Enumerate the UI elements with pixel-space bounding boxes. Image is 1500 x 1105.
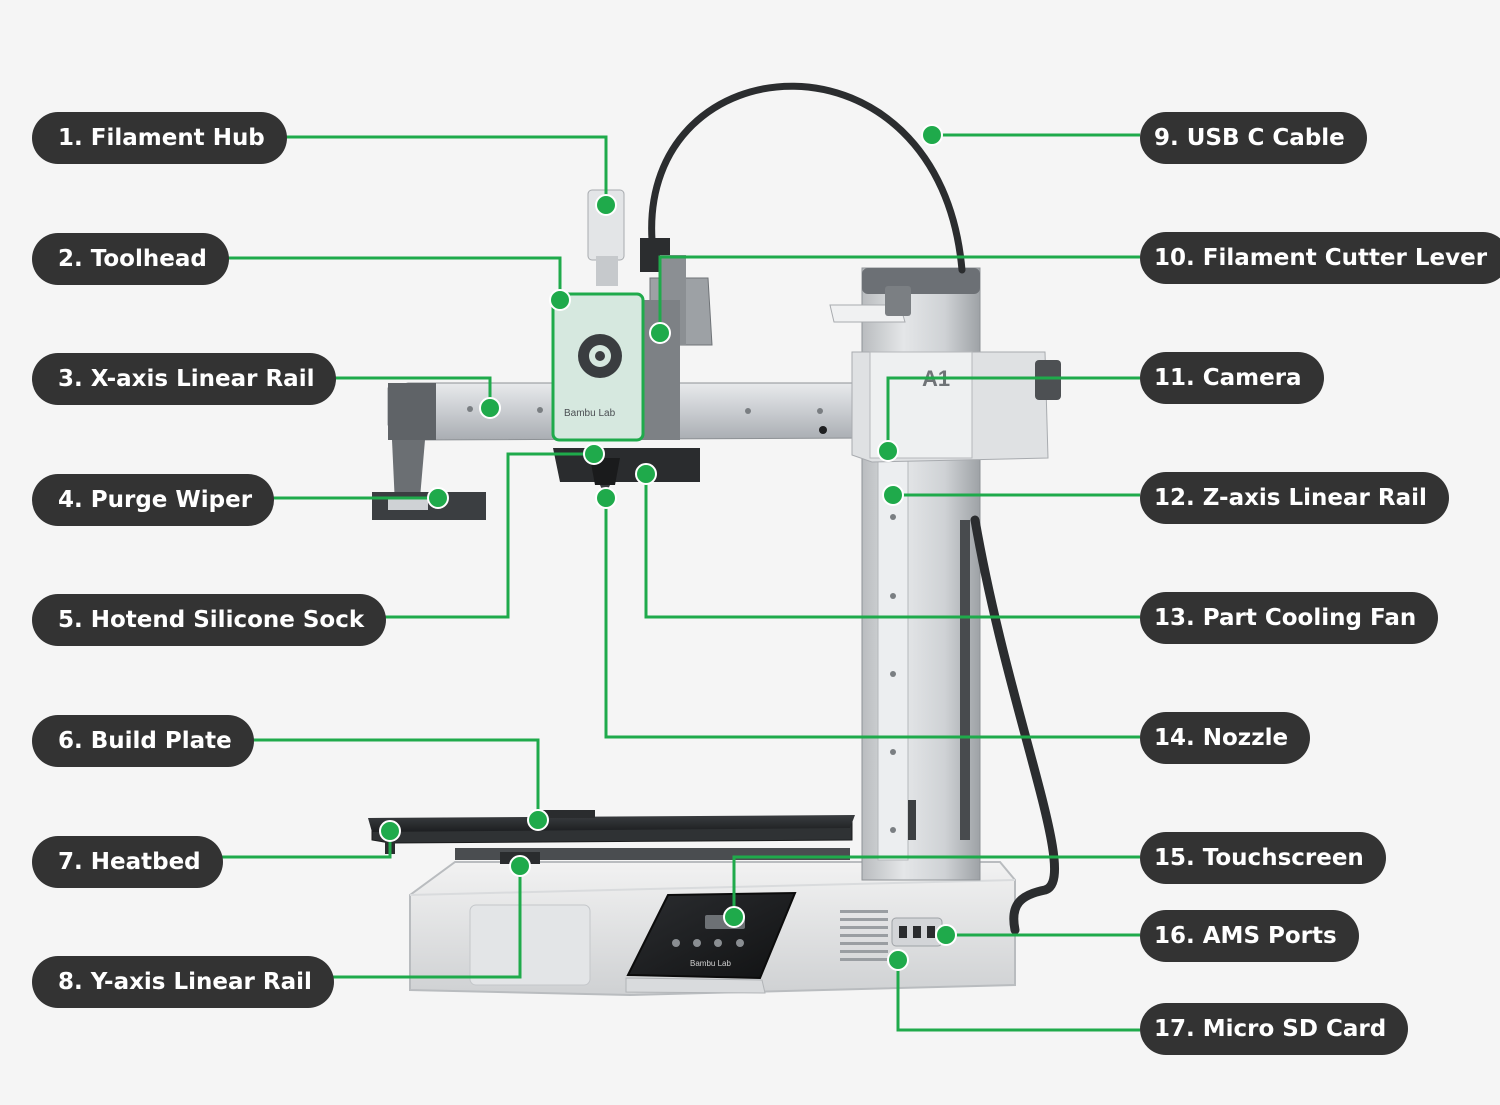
- leader-heatbed: [206, 831, 392, 859]
- leader-filament-hub: [266, 135, 608, 205]
- toolhead-brand: Bambu Lab: [564, 408, 616, 419]
- label-x-axis-linear-rail: 3. X-axis Linear Rail: [32, 353, 337, 405]
- leader-toolhead: [216, 256, 562, 300]
- label-ams-ports: 16. AMS Ports: [1140, 910, 1359, 962]
- leader-camera: [886, 376, 1140, 451]
- dot-toolhead: [549, 289, 571, 311]
- label-nozzle: 14. Nozzle: [1140, 712, 1311, 764]
- dot-x-axis-linear-rail: [479, 397, 501, 419]
- dot-filament-hub: [595, 194, 617, 216]
- dot-micro-sd-card: [887, 949, 909, 971]
- vent-grille: [840, 910, 888, 961]
- dot-purge-wiper: [427, 487, 449, 509]
- dot-filament-cutter-lever: [649, 322, 671, 344]
- leader-filament-cutter-lever: [658, 255, 1140, 333]
- leader-lines: [206, 133, 1140, 1032]
- label-touchscreen: 15. Touchscreen: [1140, 832, 1386, 884]
- toolhead-part: Bambu Lab: [551, 189, 713, 496]
- label-filament-cutter-lever: 10. Filament Cutter Lever: [1140, 232, 1500, 284]
- dot-y-axis-linear-rail: [509, 855, 531, 877]
- leader-build-plate: [234, 738, 540, 820]
- touchscreen-part: Bambu Lab: [625, 891, 797, 994]
- dot-usb-c-cable: [921, 124, 943, 146]
- leader-touchscreen: [732, 855, 1140, 917]
- label-toolhead: 2. Toolhead: [32, 233, 229, 285]
- dot-touchscreen: [723, 906, 745, 928]
- screen-brand: Bambu Lab: [690, 959, 731, 968]
- dot-part-cooling-fan: [635, 463, 657, 485]
- label-purge-wiper: 4. Purge Wiper: [32, 474, 275, 526]
- label-heatbed: 7. Heatbed: [32, 836, 223, 888]
- label-build-plate: 6. Build Plate: [32, 715, 254, 767]
- label-part-cooling-fan: 13. Part Cooling Fan: [1140, 592, 1439, 644]
- label-filament-hub: 1. Filament Hub: [32, 112, 287, 164]
- dot-hotend-silicone-sock: [583, 443, 605, 465]
- printer-base: Bambu Lab: [409, 861, 1016, 997]
- leader-part-cooling-fan: [644, 474, 1140, 619]
- dot-ams-ports: [935, 924, 957, 946]
- dot-z-axis-linear-rail: [882, 484, 904, 506]
- label-z-axis-linear-rail: 12. Z-axis Linear Rail: [1140, 472, 1449, 524]
- dot-heatbed: [379, 820, 401, 842]
- ams-ports-part: [891, 917, 943, 947]
- label-micro-sd-card: 17. Micro SD Card: [1140, 1003, 1409, 1055]
- dot-nozzle: [595, 487, 617, 509]
- leader-micro-sd-card: [896, 960, 1140, 1032]
- callout-dots: [379, 124, 957, 971]
- label-hotend-silicone-sock: 5. Hotend Silicone Sock: [32, 594, 387, 646]
- leader-hotend-silicone-sock: [353, 452, 594, 619]
- dot-build-plate: [527, 809, 549, 831]
- leader-y-axis-linear-rail: [308, 866, 522, 979]
- leader-nozzle: [604, 498, 1140, 739]
- ams-cable: [970, 515, 1060, 935]
- label-camera: 11. Camera: [1140, 352, 1324, 404]
- usb-c-cable-part: [648, 82, 966, 274]
- dot-camera: [877, 440, 899, 462]
- label-usb-c-cable: 9. USB C Cable: [1140, 112, 1367, 164]
- label-y-axis-linear-rail: 8. Y-axis Linear Rail: [32, 956, 334, 1008]
